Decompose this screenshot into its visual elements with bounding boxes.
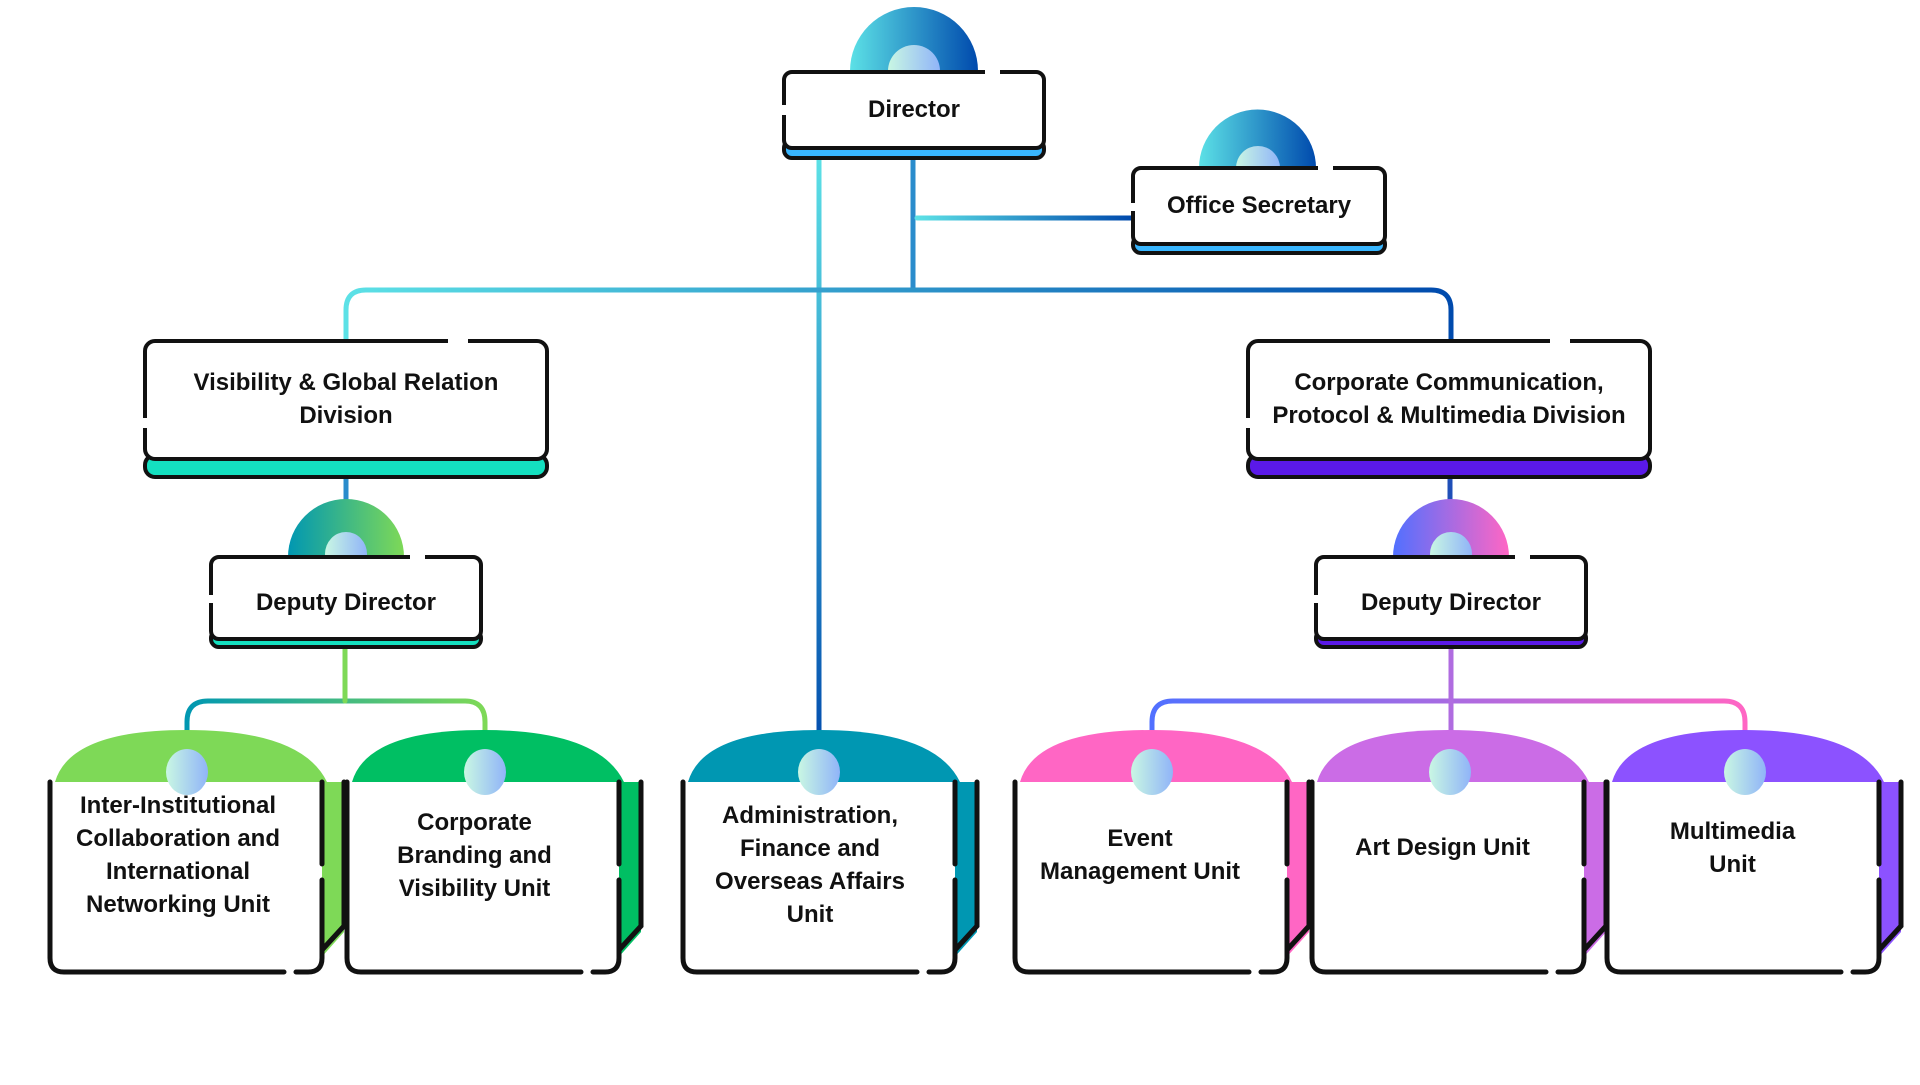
unit-card-body <box>347 782 619 972</box>
unit-spine <box>952 782 977 960</box>
visibility-box <box>143 339 549 461</box>
unit-outline <box>1012 779 1312 975</box>
unit-card-body <box>50 782 322 972</box>
unit-spine <box>1876 782 1901 960</box>
unit-label-corporate-branding: Corporate Branding and Visibility Unit <box>397 808 552 902</box>
node-corporate-division[interactable] <box>1245 338 1652 479</box>
unit-spine <box>1284 782 1309 960</box>
unit-outline <box>1309 779 1609 975</box>
unit-card-body <box>1312 782 1584 972</box>
node-office-secretary[interactable] <box>1130 109 1387 255</box>
director-dome <box>850 7 978 71</box>
deputy-left-dome <box>288 499 404 557</box>
unit-outline <box>344 779 644 975</box>
secretary-dome <box>1199 109 1316 168</box>
unit-card-body <box>1015 782 1287 972</box>
node-deputy-right[interactable] <box>1313 499 1588 649</box>
node-director[interactable] <box>781 7 1046 160</box>
director-dome-dot <box>888 45 940 71</box>
unit-card-multimedia[interactable] <box>1604 730 1904 975</box>
deputy-right-label: Deputy Director <box>1360 588 1542 616</box>
unit-card-body <box>1607 782 1879 972</box>
secretary-dome-dot <box>1236 146 1280 168</box>
connectors <box>184 154 1748 763</box>
visibility-division-label: Visibility & Global Relation Division <box>193 369 499 429</box>
unit-card-administration[interactable] <box>680 730 980 975</box>
node-visibility-division[interactable] <box>142 338 549 479</box>
unit-card-event-management[interactable] <box>1012 730 1312 975</box>
unit-outline <box>1604 779 1904 975</box>
unit-card-corporate-branding[interactable] <box>344 730 644 975</box>
unit-connector-dot <box>464 749 506 795</box>
unit-cards <box>47 730 1904 975</box>
office-secretary-label: Office Secretary <box>1166 191 1352 219</box>
unit-label-administration: Administration, Finance and Overseas Aff… <box>715 802 905 928</box>
deputy-right-dome <box>1393 499 1509 557</box>
unit-connector-dot <box>798 749 840 795</box>
unit-label-art-design: Art Design Unit <box>1355 834 1530 861</box>
unit-card-inter-institutional[interactable] <box>47 730 347 975</box>
unit-connector-dot <box>1131 749 1173 795</box>
deputy-left-label: Deputy Director <box>255 588 437 616</box>
unit-card-art-design[interactable] <box>1309 730 1609 975</box>
unit-spine <box>616 782 641 960</box>
node-deputy-left[interactable] <box>208 499 483 649</box>
unit-card-body <box>683 782 955 972</box>
unit-connector-dot <box>1724 749 1766 795</box>
unit-spine <box>319 782 344 960</box>
director-label: Director <box>867 95 961 123</box>
corporate-box <box>1246 339 1652 461</box>
unit-connector-dot <box>166 749 208 795</box>
connector-bus <box>343 287 1454 343</box>
unit-spine <box>1581 782 1606 960</box>
unit-connector-dot <box>1429 749 1471 795</box>
unit-outline <box>47 779 347 975</box>
corporate-division-label: Corporate Communication, Protocol & Mult… <box>1272 369 1626 429</box>
unit-label-multimedia: Multimedia Unit <box>1669 817 1796 878</box>
unit-label-inter-institutional: Inter-Institutional Collaboration and In… <box>76 792 280 918</box>
unit-label-event-management: Event Management Unit <box>1040 825 1241 885</box>
unit-outline <box>680 779 980 975</box>
